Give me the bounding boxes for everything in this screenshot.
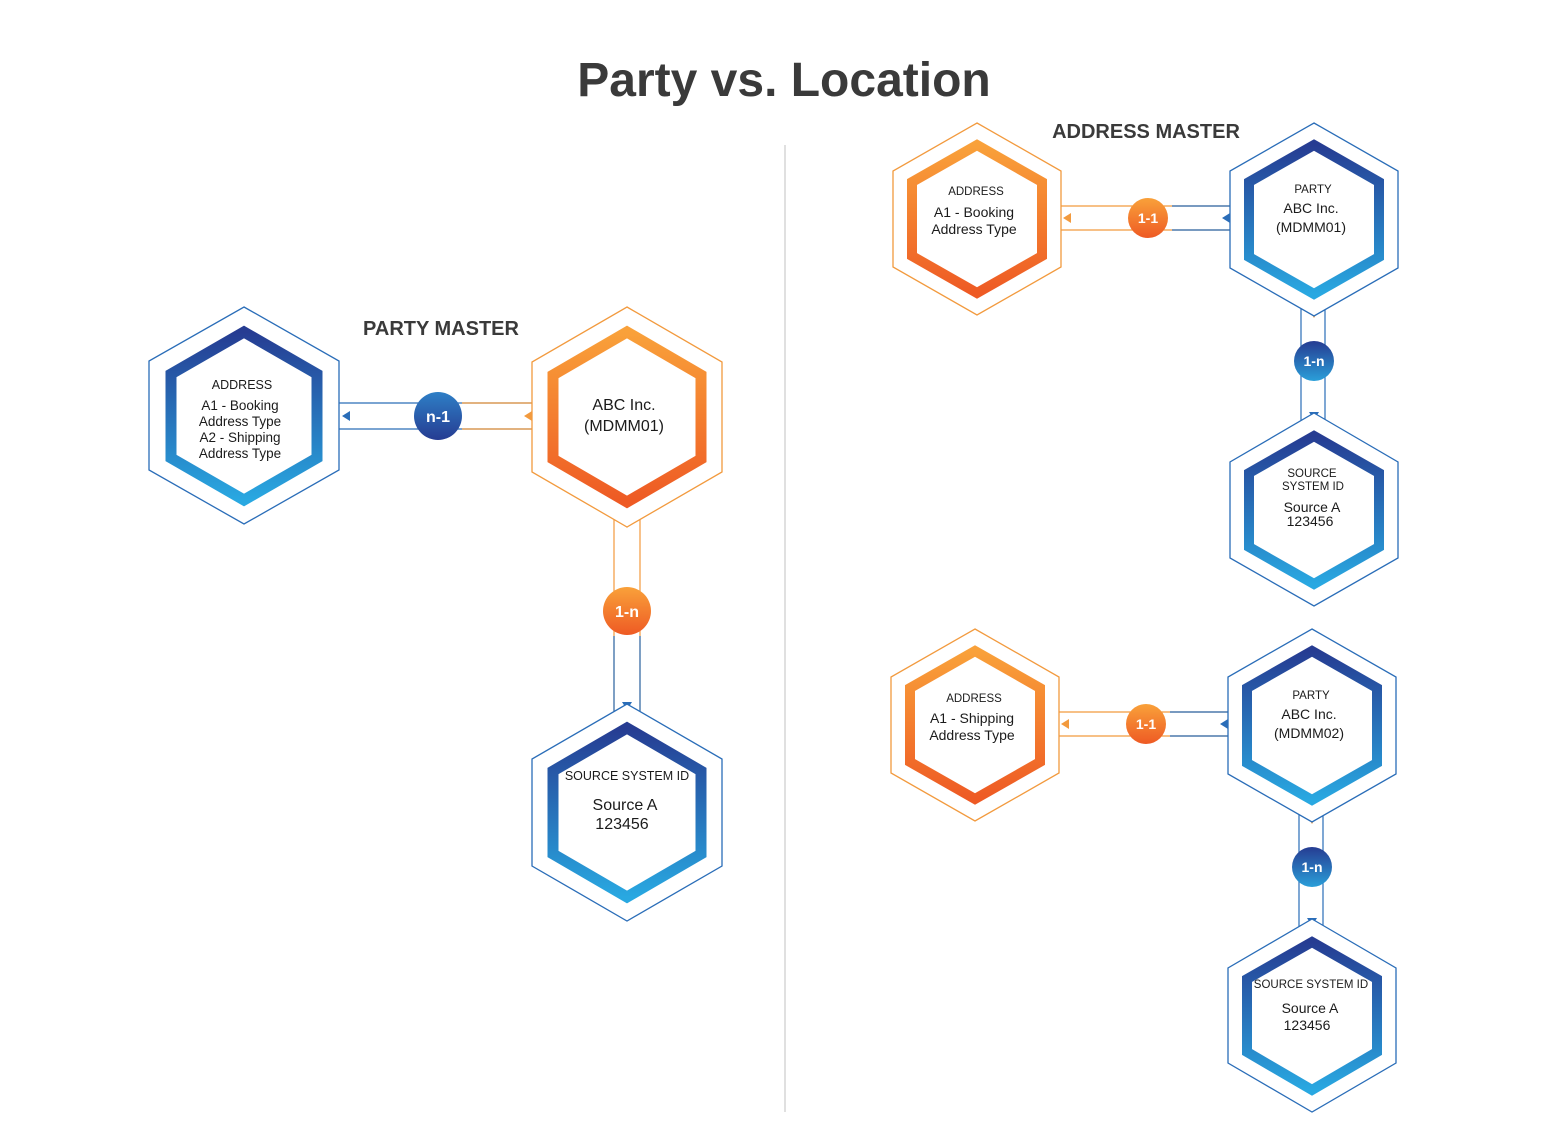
party-node-line: ABC Inc. [1283,200,1338,216]
address-node [148,306,340,525]
arrow-left-icon [342,411,350,421]
source-node-line: 123456 [595,816,648,833]
source-node-caption: SYSTEM ID [1282,481,1344,493]
address-master-heading: ADDRESS MASTER [1052,121,1240,143]
party-node-line: ABC Inc. [1281,706,1336,722]
relation-badge: n-1 [414,392,462,440]
source-node-line: 123456 [1284,1017,1331,1033]
source-node-line: Source A [1282,1000,1339,1016]
party-node [1229,122,1399,317]
source-node-caption: SOURCE SYSTEM ID [1254,979,1368,991]
source-node-line: 123456 [1287,513,1334,529]
address-node-line: Address Type [199,446,281,461]
arrow-left-icon [1220,719,1228,729]
party-node-line: (MDMM01) [1276,219,1346,235]
arrow-left-icon [524,411,532,421]
page-title: Party vs. Location [577,54,990,107]
party-node-line: (MDMM01) [584,418,664,435]
party-master-heading: PARTY MASTER [363,318,519,340]
source-node [1229,412,1399,607]
address-node-line: A1 - Shipping [930,710,1014,726]
relation-badge-label: 1-1 [1138,210,1158,226]
party-node-line: (MDMM02) [1274,725,1344,741]
address-node-line: Address Type [931,221,1017,237]
relation-badge-label: 1-1 [1136,716,1156,732]
source-node [531,703,723,922]
party-master-diagram: ADDRESS A1 - Booking Address Type A2 - S… [148,306,723,922]
address-node-caption: ADDRESS [948,186,1004,198]
relation-badge-label: n-1 [426,409,450,426]
address-node-caption: ADDRESS [212,378,272,392]
address-master-group-2: ADDRESS A1 - Shipping Address Type PARTY… [890,628,1397,1113]
arrow-left-icon [1063,213,1071,223]
relation-badge: 1-1 [1126,704,1166,744]
relation-badge: 1-n [1292,847,1332,887]
relation-badge-label: 1-n [615,604,639,621]
source-node-caption: SOURCE [1287,468,1337,480]
address-node-line: Address Type [199,414,281,429]
address-node-line: A1 - Booking [201,398,278,413]
address-node [892,122,1062,316]
source-node [1227,918,1397,1113]
source-node-line: Source A [1284,499,1341,515]
address-node-line: A1 - Booking [934,204,1014,220]
address-node-line: A2 - Shipping [199,430,280,445]
relation-badge: 1-n [603,587,651,635]
address-node [890,628,1060,822]
relation-badge: 1-1 [1128,198,1168,238]
arrow-left-icon [1061,719,1069,729]
relation-badge: 1-n [1294,341,1334,381]
party-node-caption: PARTY [1294,184,1332,196]
source-node-caption: SOURCE SYSTEM ID [565,769,689,783]
party-node [1227,628,1397,823]
relation-badge-label: 1-n [1304,353,1325,369]
relation-badge-label: 1-n [1302,859,1323,875]
address-node-line: Address Type [929,727,1015,743]
party-node [531,306,723,528]
address-node-caption: ADDRESS [946,693,1002,705]
party-node-line: ABC Inc. [592,397,655,414]
arrow-left-icon [1222,213,1230,223]
party-node-caption: PARTY [1292,690,1330,702]
address-master-group-1: ADDRESS A1 - Booking Address Type PARTY … [892,122,1399,607]
source-node-line: Source A [593,797,658,814]
